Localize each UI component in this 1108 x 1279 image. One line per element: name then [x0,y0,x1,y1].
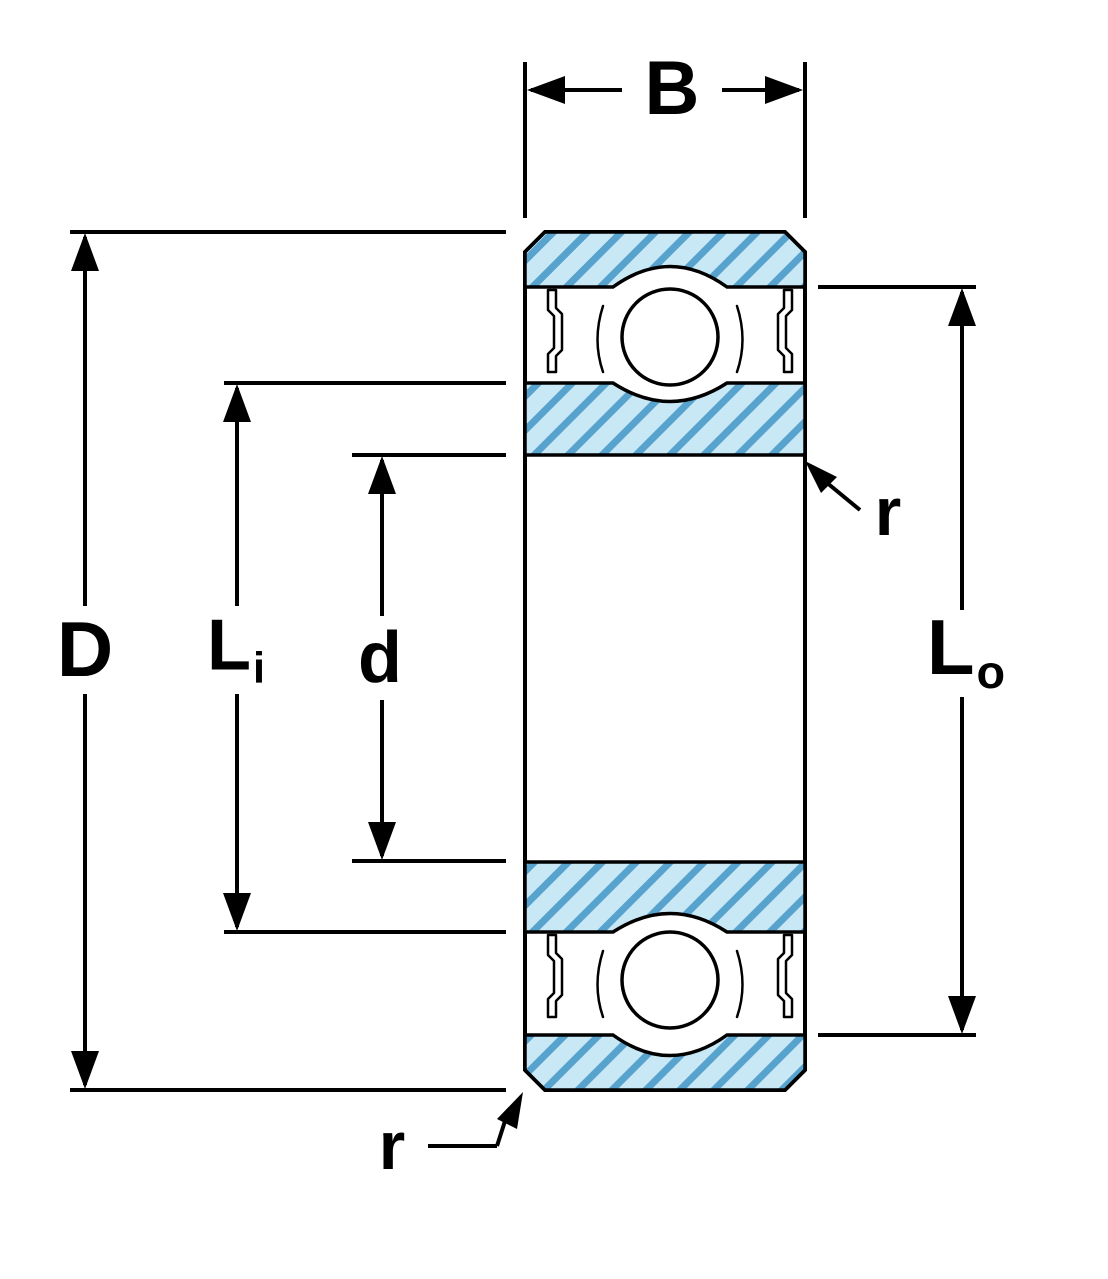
arrowhead-d-bottom [368,822,396,860]
arrowhead-r-top [805,461,837,493]
label-width-B: B [644,46,700,131]
label-inner-land-Li: Li [207,609,265,690]
dimension-Li [223,381,506,934]
arrowhead-Li-bottom [223,893,251,931]
arrowhead-Lo-bottom [948,996,976,1034]
dimension-Lo [818,285,976,1037]
leader-line-r-top [824,480,862,512]
label-inner-land-main: L [207,605,251,686]
shield-left [546,288,564,374]
ball-top [620,287,720,387]
dimension-D [70,230,506,1092]
arrowhead-D-top [71,233,99,271]
label-outer-land-main: L [926,603,975,692]
inner-ring-top-section [523,381,807,457]
label-radius-bottom-r: r [378,1108,406,1184]
arrowhead-B-right [765,76,803,104]
label-outer-land-Lo: Lo [927,608,1005,696]
shields-top [546,288,794,374]
label-bore-d: d [358,618,402,698]
ball-bottom [620,930,720,1030]
callout-r-top [805,461,862,512]
outer-ring-bottom-section [523,1033,807,1092]
leader-line-r-bottom-diagonal [495,1120,507,1147]
inner-ring-bottom-section [523,860,807,934]
arrowhead-Li-top [223,384,251,422]
callout-r-bottom [428,1092,523,1148]
arrowhead-D-bottom [71,1051,99,1089]
label-inner-land-subscript: i [252,644,265,693]
cage-arc-right [735,304,744,374]
label-outer-diameter-D: D [56,605,114,693]
arrowhead-r-bottom [497,1092,523,1129]
label-radius-top-r: r [874,474,902,550]
arrowhead-d-top [368,456,396,494]
arrowhead-B-left [527,76,565,104]
dimension-B [523,62,807,218]
dimension-d [352,453,506,863]
arrowhead-Lo-top [948,288,976,326]
shield-right [776,288,794,374]
label-outer-land-subscript: o [976,646,1006,699]
outer-ring-top-section [523,230,807,289]
cage-arc-left [596,304,605,374]
